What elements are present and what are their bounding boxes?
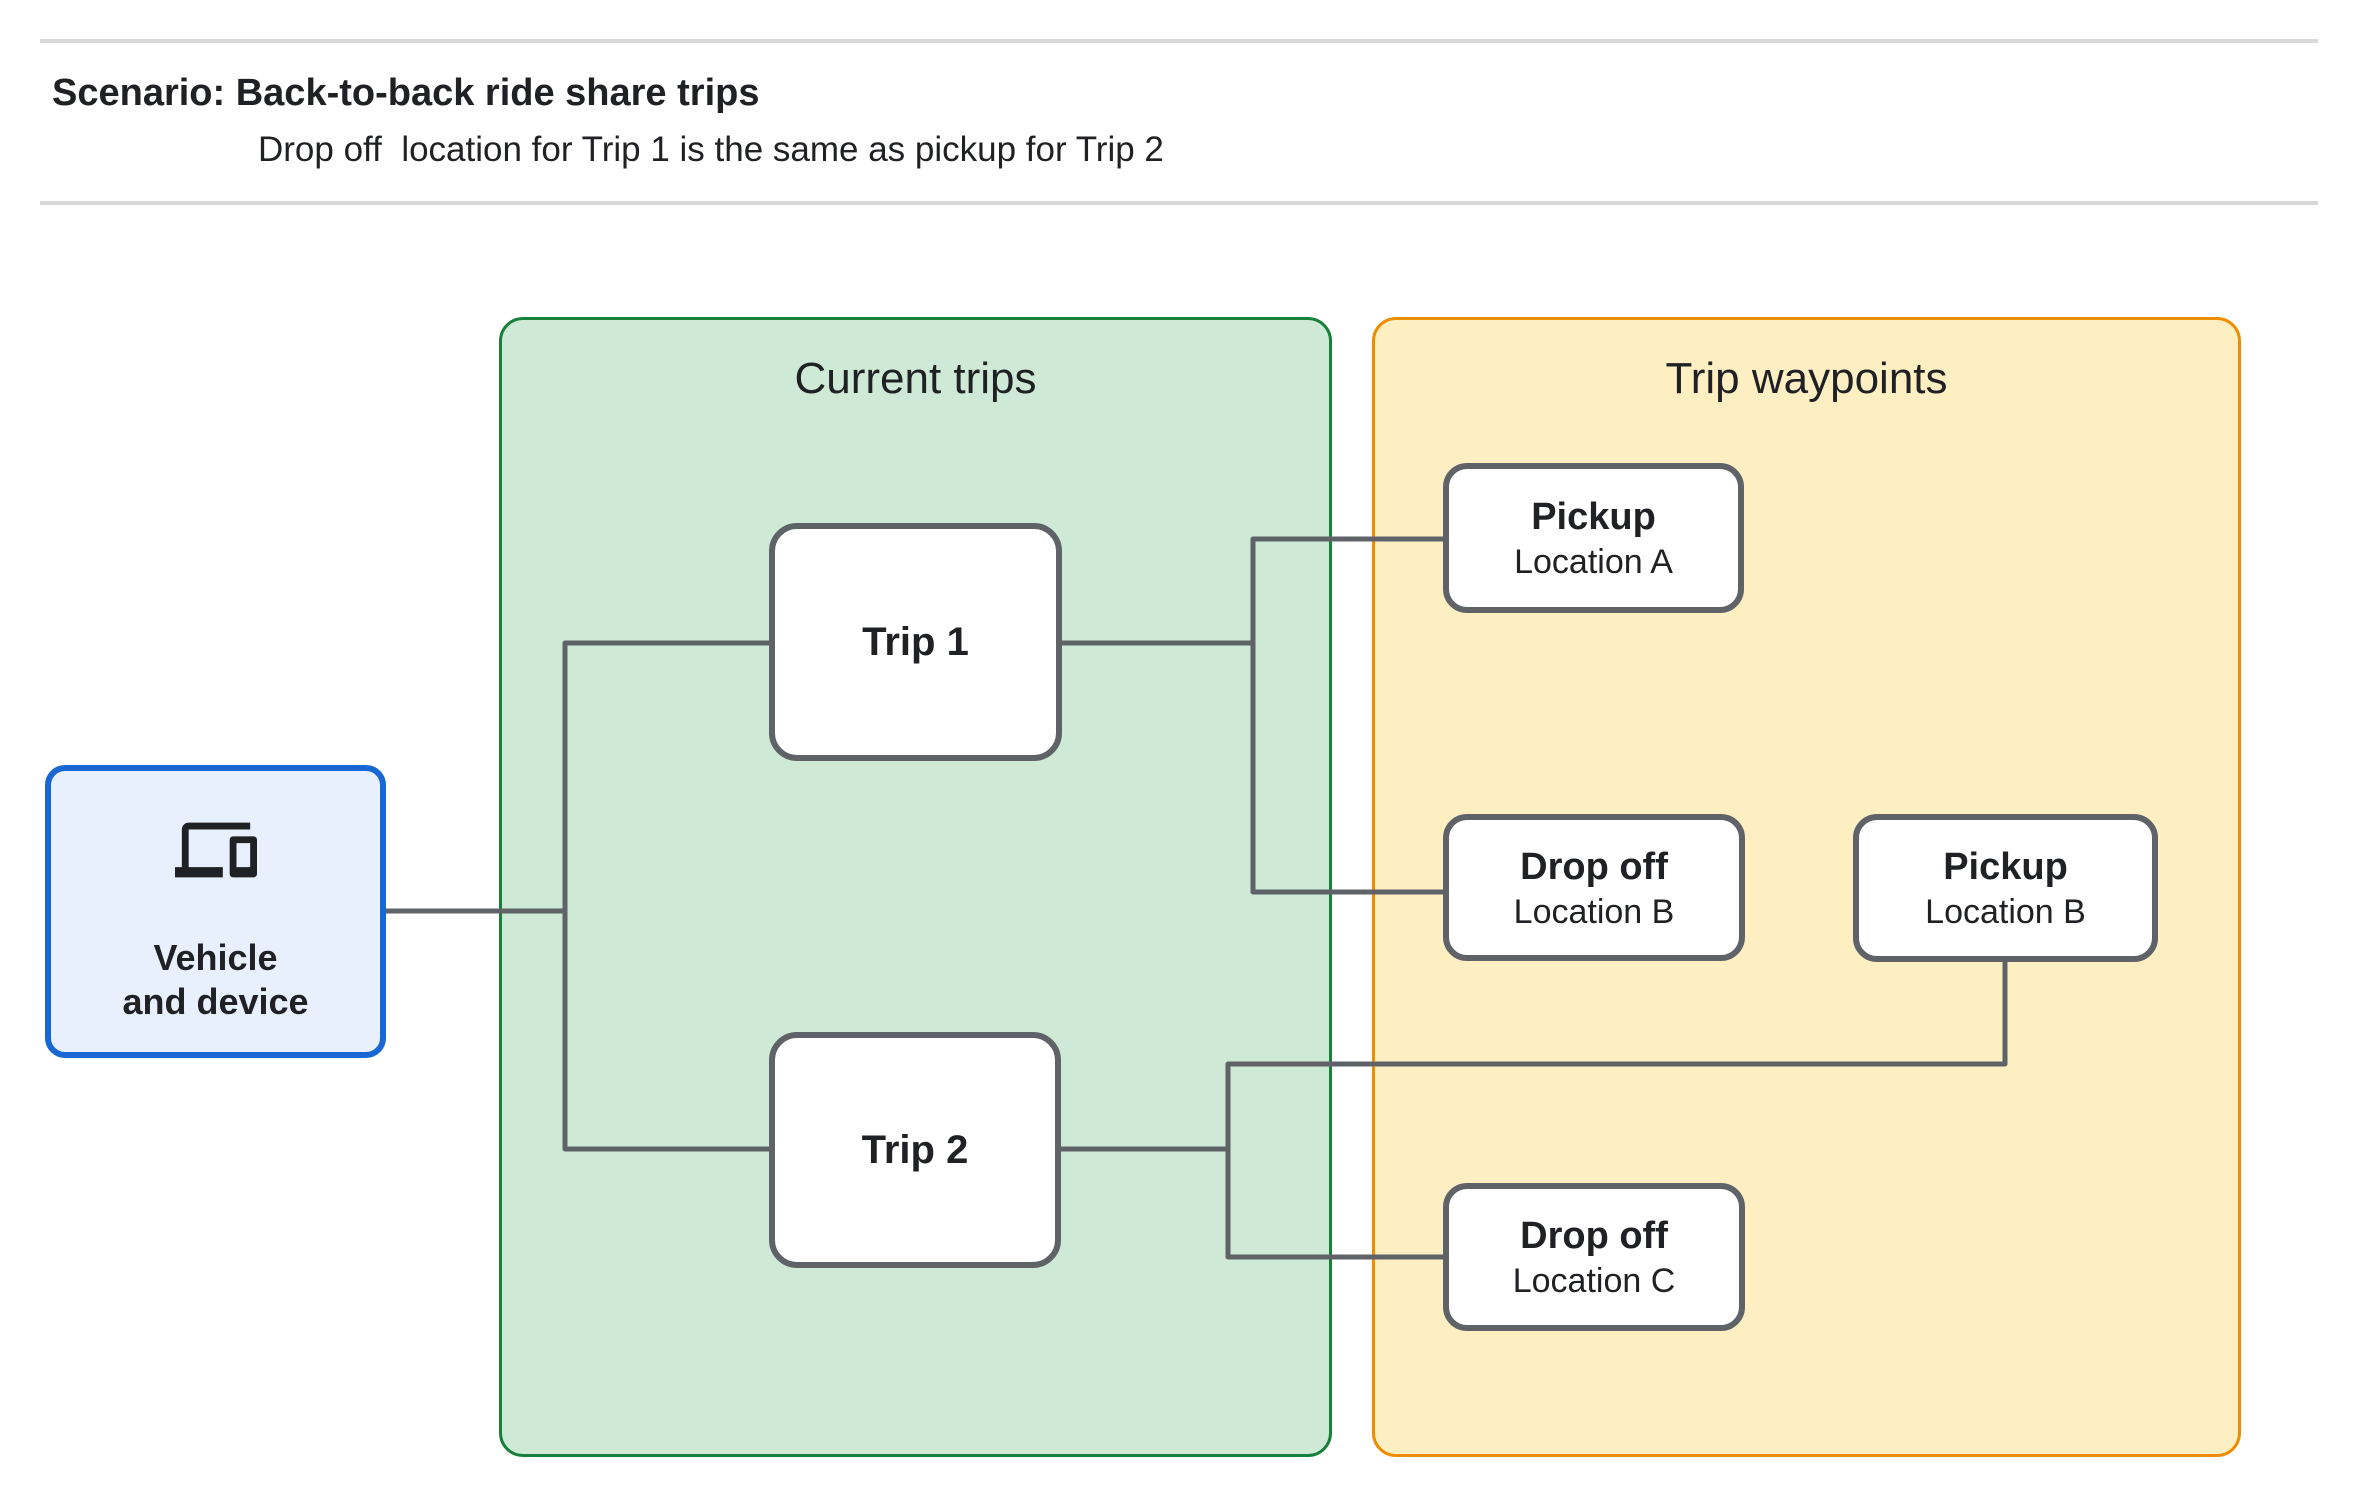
waypoint-type-label: Drop off	[1520, 1215, 1668, 1257]
vehicle-label-line2: and device	[122, 981, 309, 1022]
connector-pickupb-trip2-to-dropoffc	[1225, 962, 2008, 1260]
waypoint-dropoff-location-c-node: Drop off Location C	[1443, 1183, 1745, 1331]
waypoint-type-label: Pickup	[1943, 846, 2068, 888]
vehicle-label-line1: Vehicle	[153, 937, 278, 978]
waypoint-location-label: Location A	[1514, 543, 1673, 581]
scenario-title: Scenario: Back-to-back ride share trips	[52, 72, 760, 114]
waypoint-dropoff-location-b-node: Drop off Location B	[1443, 814, 1745, 961]
waypoint-type-label: Pickup	[1531, 496, 1656, 538]
panel-title-trip-waypoints: Trip waypoints	[1665, 354, 1948, 403]
trip-1-label: Trip 1	[862, 619, 969, 664]
header-divider-bottom	[40, 201, 2318, 205]
scenario-subtitle: Drop off location for Trip 1 is the same…	[258, 130, 1164, 169]
vehicle-label: Vehicle and device	[51, 936, 380, 1024]
waypoint-pickup-location-b-node: Pickup Location B	[1853, 814, 2158, 962]
header-divider-top	[40, 39, 2318, 43]
trip-2-label: Trip 2	[861, 1127, 969, 1172]
vehicle-and-device-node: Vehicle and device	[45, 765, 386, 1058]
panel-title-current-trips: Current trips	[794, 354, 1037, 403]
connector-trip1-to-waypoints	[1250, 536, 1443, 895]
trip-2-node: Trip 2	[769, 1032, 1061, 1268]
waypoint-location-label: Location B	[1513, 892, 1675, 931]
connector-vehicle-to-trips	[562, 640, 769, 1152]
trip-1-node: Trip 1	[769, 523, 1062, 761]
waypoint-type-label: Drop off	[1520, 845, 1668, 888]
waypoint-location-label: Location C	[1512, 1262, 1676, 1300]
waypoint-pickup-location-a-node: Pickup Location A	[1443, 463, 1744, 613]
devices-icon	[51, 809, 380, 896]
waypoint-location-label: Location B	[1925, 893, 2086, 931]
